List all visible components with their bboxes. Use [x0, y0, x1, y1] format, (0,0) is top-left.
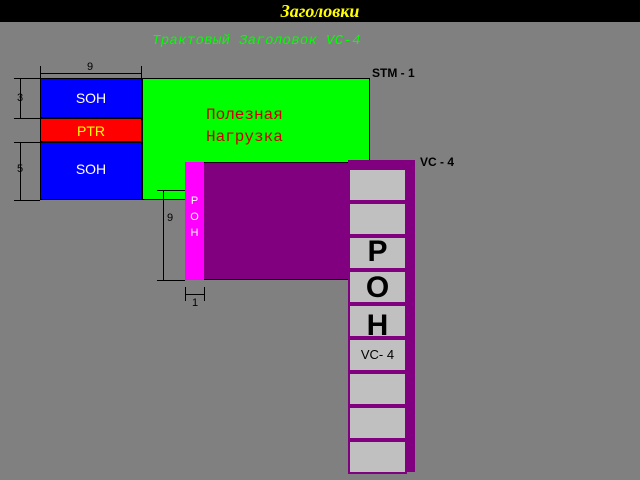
poh-strip-letter: O [190, 211, 199, 223]
title-bar [0, 0, 640, 22]
diagram-subtitle: Трактовый Заголовок VC-4 [152, 33, 361, 49]
dim-label-height-3: 3 [17, 92, 24, 104]
vc4-label: VC - 4 [420, 155, 455, 169]
soh-bottom-label: SOH [75, 161, 107, 177]
dim-tick [204, 287, 205, 301]
dim-line-height-3 [20, 78, 21, 118]
dim-line-width-1 [185, 294, 205, 295]
poh-strip [185, 162, 204, 280]
dim-tick [14, 78, 40, 79]
soh-bottom-block: SOH [40, 142, 142, 200]
poh-cell [348, 406, 407, 440]
poh-cell [348, 270, 407, 304]
dim-label-width-9: 9 [87, 61, 94, 73]
poh-cell [348, 202, 407, 236]
poh-column-side-edge [407, 168, 415, 472]
dim-line-width [40, 73, 142, 74]
dim-line-height-5 [20, 142, 21, 200]
ptr-label: PTR [77, 123, 105, 139]
stm1-label: STM - 1 [372, 66, 415, 80]
dim-tick [185, 287, 186, 301]
poh-cell [348, 236, 407, 270]
dim-tick [14, 118, 40, 119]
poh-strip-label: P O H [185, 193, 204, 241]
soh-top-block: SOH [40, 78, 142, 118]
stack-vc4-label: VC- 4 [360, 347, 395, 362]
poh-cell [348, 372, 407, 406]
poh-big-letter-o: O [365, 271, 390, 304]
poh-strip-letter: P [190, 195, 199, 207]
dim-tick [157, 280, 185, 281]
poh-big-letter-h: H [366, 309, 389, 342]
vc4-block [185, 162, 370, 280]
dim-tick [14, 142, 40, 143]
dim-tick [14, 200, 40, 201]
poh-cell [348, 168, 407, 202]
payload-line-2: Нагрузка [206, 128, 283, 146]
payload-label: Полезная Нагрузка [206, 104, 283, 148]
soh-top-label: SOH [75, 90, 107, 106]
dim-tick [157, 190, 185, 191]
ptr-block: PTR [40, 118, 142, 142]
poh-cell [348, 338, 407, 372]
payload-line-1: Полезная [206, 106, 283, 124]
poh-strip-letter: H [190, 227, 199, 239]
dim-label-height-5: 5 [17, 163, 24, 175]
window-title: Заголовки [280, 1, 360, 21]
poh-cell [348, 304, 407, 338]
poh-big-letter-p: P [367, 235, 388, 268]
poh-cell [348, 440, 407, 474]
poh-column-top-edge [348, 160, 415, 168]
dim-tick [40, 66, 41, 78]
dim-label-width-1: 1 [192, 297, 199, 309]
dim-label-height-9: 9 [167, 212, 174, 224]
dim-tick [141, 66, 142, 78]
dim-line-height-9 [163, 190, 164, 280]
